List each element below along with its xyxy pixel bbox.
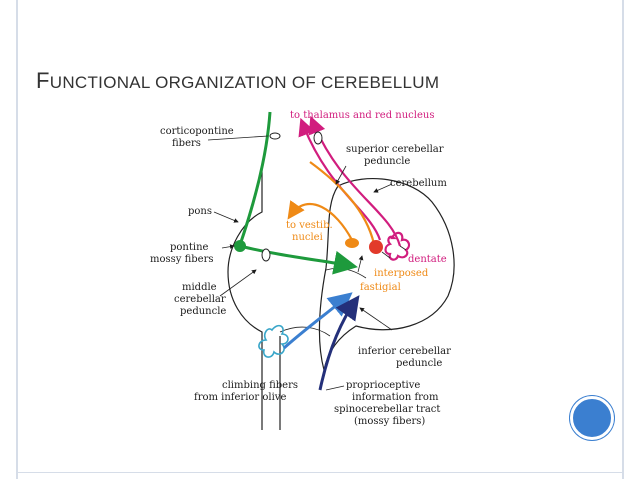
label-middle-1: middle — [182, 282, 217, 293]
label-proprioceptive-1: proprioceptive — [346, 380, 420, 391]
inferior-olive — [258, 324, 289, 358]
label-inferior-peduncle-1: inferior cerebellar — [358, 346, 451, 357]
fastigial-to-thalamus — [309, 161, 376, 245]
label-superior-peduncle-1: superior cerebellar — [346, 144, 444, 155]
dentate-nucleus — [384, 231, 411, 261]
cerebellum-diagram: to thalamus and red nucleus corticoponti… — [150, 110, 455, 430]
slide-title: Functional organization of cerebellum — [36, 68, 439, 94]
label-pons: pons — [188, 206, 212, 217]
label-fastigial: fastigial — [360, 282, 401, 293]
slide-border-bottom — [16, 472, 624, 473]
label-proprioceptive-2: information from — [352, 392, 439, 403]
brainstem-outline — [227, 168, 263, 430]
label-climbing-1: climbing fibers — [222, 380, 298, 391]
title-rest: unctional organization of cerebellum — [49, 73, 440, 92]
label-dentate: dentate — [408, 254, 447, 265]
label-thalamus: to thalamus and red nucleus — [290, 110, 434, 121]
label-proprioceptive-4: (mossy fibers) — [354, 416, 425, 427]
corticopontine-fiber — [238, 111, 272, 246]
label-middle-2: cerebellar — [174, 294, 226, 305]
label-vestib-2: nuclei — [292, 232, 323, 243]
corner-decoration-circle — [570, 396, 614, 440]
vestibular-fiber — [287, 200, 353, 241]
label-vestib-1: to vestib. — [286, 220, 333, 231]
label-pontine-1: pontine — [170, 242, 209, 253]
label-corticopontine-1: corticopontine — [160, 126, 234, 137]
fastigial-nucleus — [345, 238, 359, 248]
cerebellum-outline — [318, 177, 455, 371]
label-middle-3: peduncle — [180, 306, 226, 317]
spinocerebellar-fiber — [318, 295, 360, 391]
slide-border-left — [16, 0, 18, 479]
label-cerebellum: cerebellum — [390, 178, 447, 189]
label-proprioceptive-3: spinocerebellar tract — [334, 404, 440, 415]
label-pontine-2: mossy fibers — [150, 254, 214, 265]
label-corticopontine-2: fibers — [172, 138, 201, 149]
title-first-letter: F — [36, 68, 50, 93]
label-interposed: interposed — [374, 268, 429, 279]
label-superior-peduncle-2: peduncle — [364, 156, 410, 167]
interposed-nucleus — [369, 240, 383, 254]
label-inferior-peduncle-2: peduncle — [396, 358, 442, 369]
label-climbing-2: from inferior olive — [194, 392, 286, 403]
slide-border-right — [622, 0, 624, 479]
pontine-mossy-fiber — [239, 244, 358, 275]
